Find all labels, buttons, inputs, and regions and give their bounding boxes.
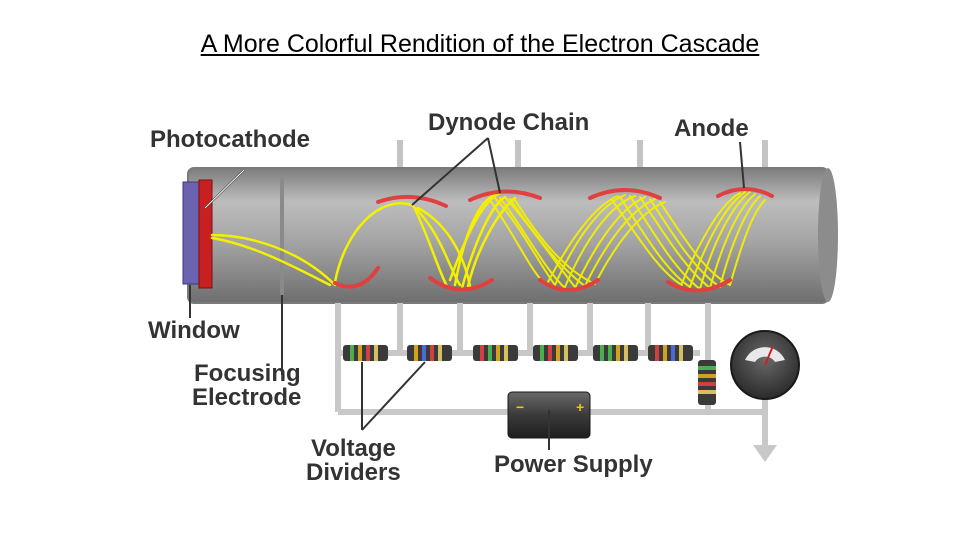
divider-wiring [335,303,768,445]
window [182,181,200,285]
meter [730,330,800,400]
window-label: Window [148,317,240,344]
focusing-electrode-label-line2: Electrode [192,384,301,411]
slide-title: A More Colorful Rendition of the Electro… [200,30,760,58]
focusing-electrode-label-line1: Focusing [194,360,301,387]
plus-terminal: + [576,399,584,415]
electron-paths [210,191,517,290]
anode-label: Anode [674,115,749,142]
minus-terminal: − [516,399,524,415]
ground-arrow [753,445,777,462]
voltage-dividers-label-line2: Dividers [306,459,401,486]
dynodes [333,187,774,293]
voltage-divider-resistors [343,345,716,405]
tube-end-cap [818,168,838,302]
power-supply-label: Power Supply [494,451,653,478]
electron-cascade [489,191,766,290]
photocathode [198,179,213,289]
dynode-pins [397,140,768,168]
voltage-dividers-label-line1: Voltage [311,435,396,462]
dynode-chain-label: Dynode Chain [428,109,589,136]
photocathode-label: Photocathode [150,126,310,153]
